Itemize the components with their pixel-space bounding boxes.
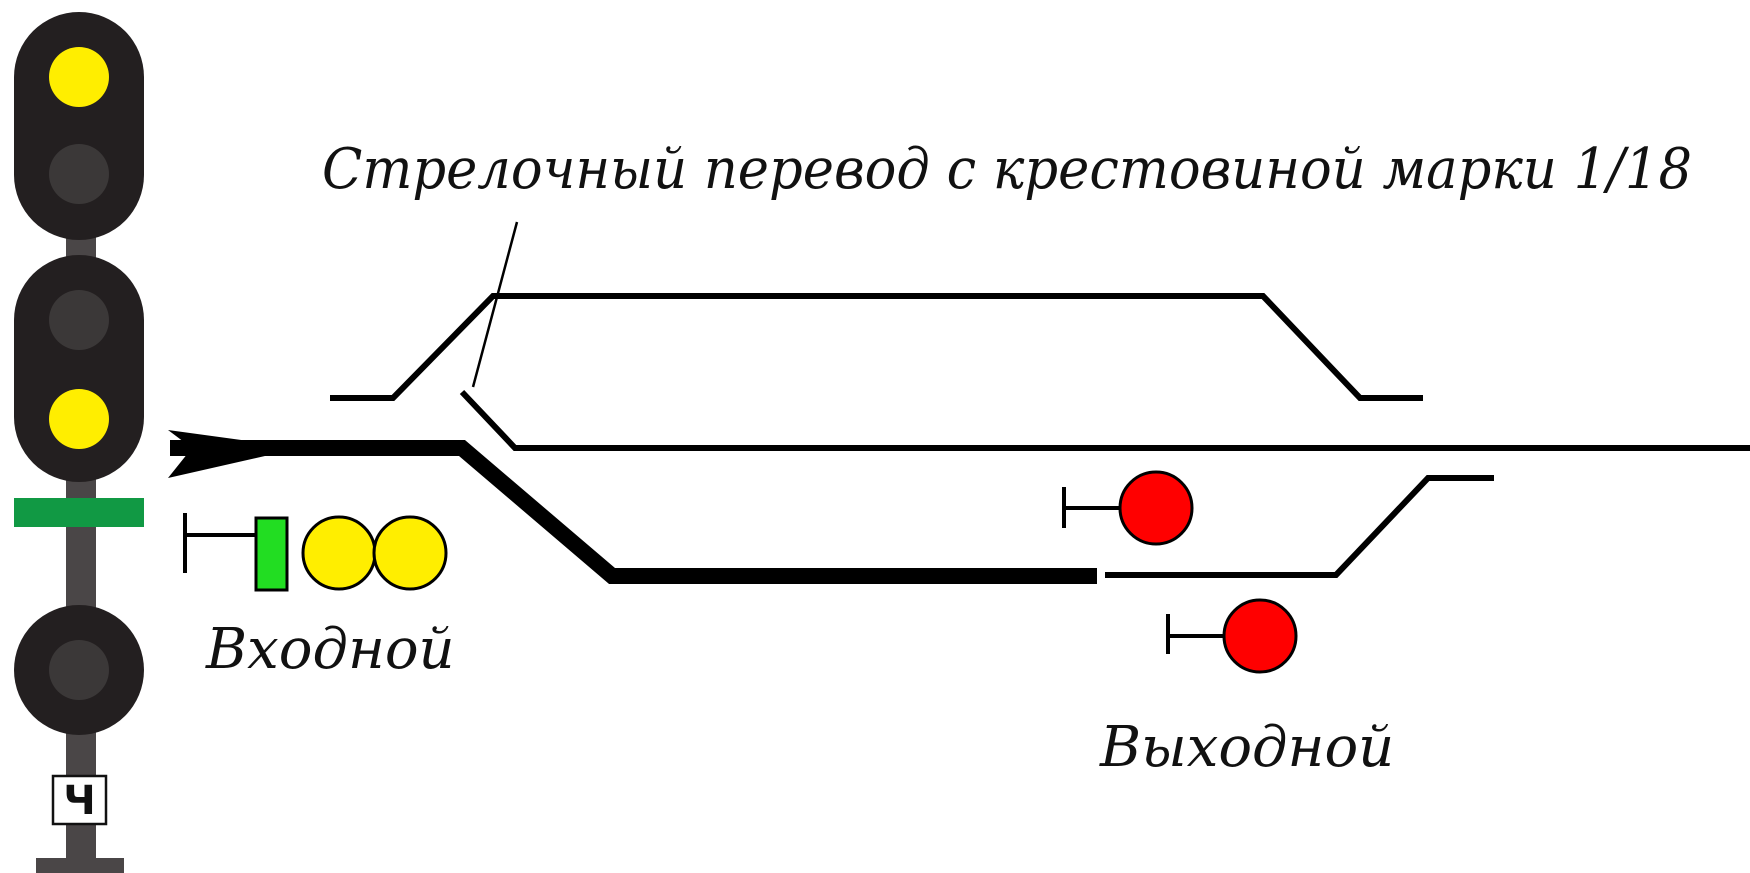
mast-lamp-4-yellow bbox=[49, 389, 109, 449]
mast-green-band bbox=[14, 498, 144, 527]
entry-signal bbox=[183, 513, 448, 592]
exit-upper-lamp-red bbox=[1118, 470, 1194, 546]
mast-lamp-2-off bbox=[49, 144, 109, 204]
mast-lamp-3-off bbox=[49, 290, 109, 350]
lower-siding-track bbox=[1105, 475, 1494, 578]
exit-signal-label: Выходной bbox=[1099, 715, 1394, 780]
mast-lamp-5-off bbox=[49, 640, 109, 700]
mast-lamp-1-yellow bbox=[49, 47, 109, 107]
plate-letter: Ч bbox=[63, 778, 95, 824]
entry-route-track bbox=[170, 440, 1097, 584]
exit-signal-lower bbox=[1166, 598, 1298, 674]
signal-lower-head bbox=[14, 255, 144, 482]
entry-lamp-yellow-1 bbox=[301, 515, 377, 591]
track-layout bbox=[170, 221, 1750, 584]
upper-siding-track bbox=[330, 293, 1423, 401]
signal-upper-head bbox=[14, 12, 144, 240]
signal-letter-plate bbox=[51, 774, 108, 826]
entry-lamp-green bbox=[254, 516, 289, 592]
signal-mast-base bbox=[36, 858, 124, 873]
direction-arrow-icon bbox=[168, 430, 300, 478]
mast-signal: Ч bbox=[14, 12, 144, 873]
switch-pointer-line bbox=[471, 221, 519, 388]
entry-signal-label: Входной bbox=[205, 617, 455, 682]
entry-lamp-yellow-2 bbox=[372, 515, 448, 591]
exit-signal-upper bbox=[1062, 470, 1194, 546]
main-track-branch bbox=[459, 389, 1750, 451]
exit-lower-lamp-red bbox=[1222, 598, 1298, 674]
switch-caption: Стрелочный перевод с крестовиной марки 1… bbox=[322, 137, 1692, 202]
